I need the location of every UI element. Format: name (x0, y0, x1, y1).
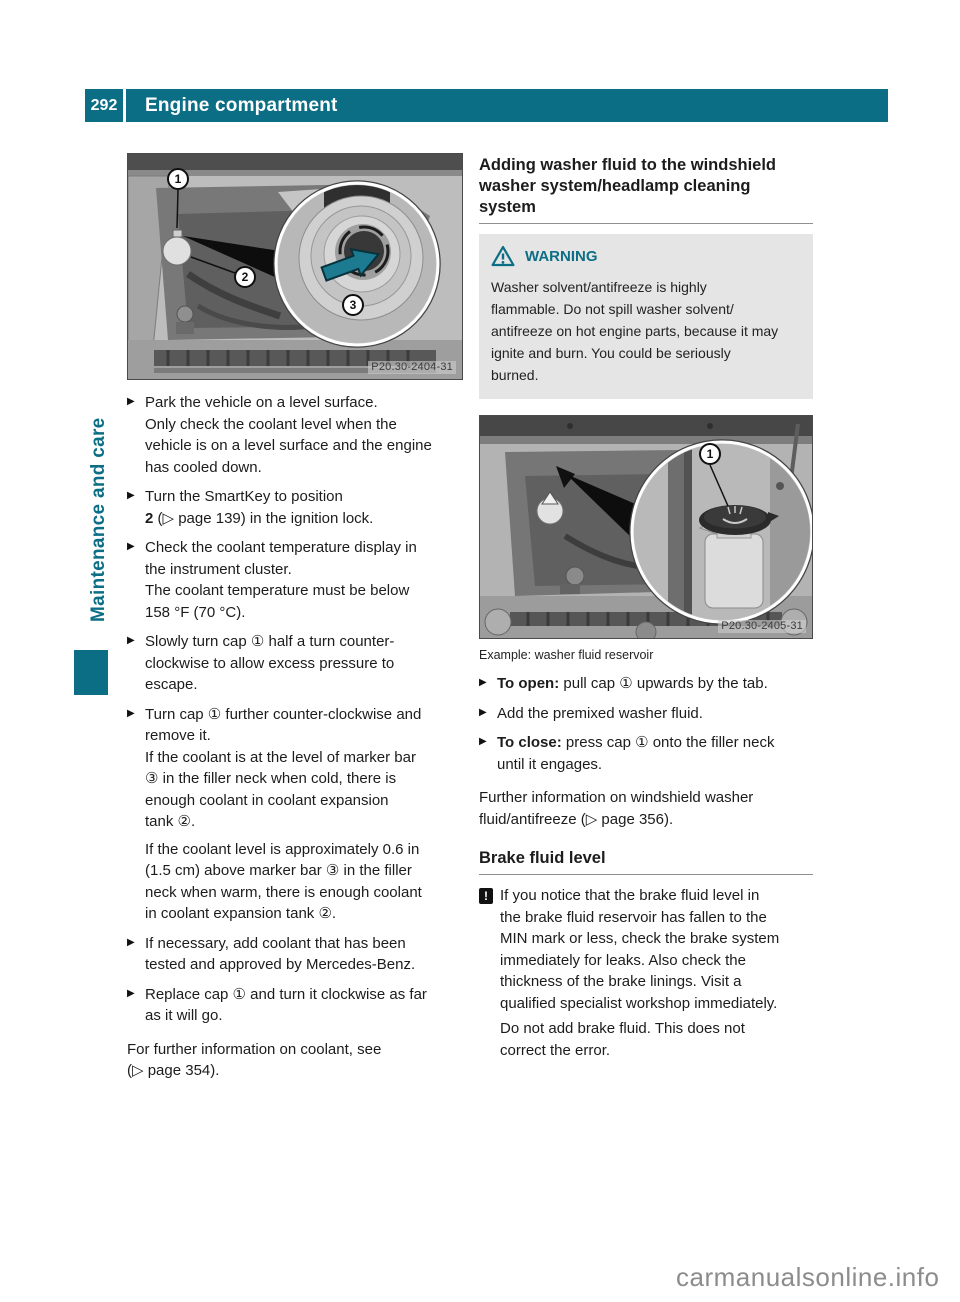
bullet-icon: ▶ (127, 987, 135, 999)
instruction-text: Turn cap ① further counter-clockwise and… (145, 705, 422, 831)
section-rule (479, 874, 813, 875)
engine-bay-photo-illustration (128, 154, 462, 379)
page-header: 292 Engine compartment (85, 89, 888, 122)
warning-header: WARNING (491, 245, 801, 267)
instruction-item: ▶ Check the coolant temperature display i… (127, 537, 462, 623)
bullet-icon: ▶ (127, 707, 135, 719)
section-brake-fluid: Brake fluid level (479, 848, 813, 875)
instruction-item: ▶ Park the vehicle on a level surface. On… (127, 392, 462, 478)
note-text: If you notice that the brake fluid level… (500, 887, 780, 1012)
section-title-washer-fluid: Adding washer fluid to the windshield wa… (479, 156, 776, 216)
bullet-icon: ▶ (127, 396, 135, 407)
bullet-icon: ▶ (479, 706, 487, 718)
figure-code-label: P20.30-2405-31 (718, 620, 806, 633)
figure-coolant-expansion-tank: 1 2 3 P20.30-2404-31 (127, 153, 463, 380)
header-divider (123, 89, 126, 122)
section-title-brake-fluid: Brake fluid level (479, 849, 606, 867)
bullet-icon: ▶ (127, 541, 135, 552)
note-exclamation-glyph: ! (479, 888, 493, 904)
instruction-text: Slowly turn cap ① half a turn counter- c… (145, 633, 395, 693)
chapter-title: Engine compartment (126, 89, 888, 122)
instruction-item: ▶ Replace cap ① and turn it clockwise as … (127, 984, 462, 1027)
instruction-text: Park the vehicle on a level surface. Onl… (145, 394, 432, 476)
callout-3: 3 (342, 294, 364, 316)
callout-2-label: 2 (241, 270, 249, 284)
note-block: ! If you notice that the brake fluid lev… (479, 885, 813, 1014)
instruction-text: For further information on coolant, see … (127, 1040, 382, 1080)
warning-text: Washer solvent/antifreeze is highly flam… (491, 279, 779, 383)
figure-washer-fluid-reservoir: 1 P20.30-2405-31 (479, 415, 813, 639)
callout-1: 1 (699, 443, 721, 465)
paragraph-item: For further information on coolant, see … (127, 1039, 462, 1082)
instruction-item: ▶ To open: pull cap ① upwards by the tab. (479, 673, 813, 695)
instruction-text: To close: press cap ① onto the filler ne… (497, 734, 775, 773)
note-paragraph: Do not add brake fluid. This does not co… (500, 1020, 745, 1059)
instruction-item: ▶ If necessary, add coolant that has been… (127, 933, 462, 976)
instruction-item: ▶ Slowly turn cap ① half a turn counter- … (127, 631, 462, 696)
instruction-text: If necessary, add coolant that has been … (145, 934, 416, 974)
instruction-text: Add the premixed washer fluid. (497, 704, 703, 722)
callout-1: 1 (167, 168, 189, 190)
instruction-text: Replace cap ① and turn it clockwise as f… (145, 985, 427, 1025)
figure-caption: Example: washer fluid reservoir (479, 648, 654, 662)
coolant-instruction-list: ▶ Park the vehicle on a level surface. On… (127, 392, 462, 1082)
instruction-text: If the coolant level is approximately 0.… (145, 840, 422, 923)
instruction-item: ▶ To close: press cap ① onto the filler n… (479, 732, 813, 775)
washer-instruction-list: ▶ To open: pull cap ① upwards by the tab.… (479, 673, 813, 830)
instruction-text: To open: pull cap ① upwards by the tab. (497, 675, 768, 692)
sidebar-chapter-tab-marker (74, 650, 108, 695)
figure-code-label: P20.30-2404-31 (368, 361, 456, 374)
paragraph-item: Further information on windshield washer… (479, 787, 813, 830)
callout-3-label: 3 (349, 298, 357, 312)
sidebar-chapter-label: Maintenance and care (88, 417, 109, 622)
instruction-text: Further information on windshield washer… (479, 789, 754, 828)
instruction-item: ▶ Turn cap ① further counter-clockwise an… (127, 704, 462, 833)
page-number: 292 (85, 89, 123, 122)
warning-box: WARNING Washer solvent/antifreeze is hig… (479, 234, 813, 399)
right-column: Adding washer fluid to the windshield wa… (479, 153, 813, 1061)
engine-bay-photo-illustration-2 (480, 416, 812, 638)
instruction-item: ▶ Add the premixed washer fluid. (479, 703, 813, 725)
instruction-text: Check the coolant temperature display in… (145, 539, 417, 621)
section-rule (479, 223, 813, 224)
instruction-item: ▶ Turn the SmartKey to position 2 (▷ page… (127, 486, 462, 529)
callout-2: 2 (234, 266, 256, 288)
warning-title: WARNING (525, 247, 598, 265)
callout-1-label: 1 (706, 447, 714, 461)
instruction-text: Turn the SmartKey to position 2 (▷ page … (145, 488, 374, 527)
paragraph-item: If the coolant level is approximately 0.… (127, 839, 462, 925)
warning-triangle-icon (491, 245, 515, 267)
bullet-icon: ▶ (127, 936, 135, 948)
bullet-icon: ▶ (127, 635, 135, 646)
bullet-icon: ▶ (127, 490, 135, 501)
watermark-text: carmanualsonline.info (676, 1262, 940, 1292)
note-exclamation-icon: ! (479, 885, 500, 1014)
bullet-icon: ▶ (479, 677, 487, 688)
bullet-icon: ▶ (479, 736, 487, 747)
callout-1-label: 1 (174, 172, 182, 186)
left-column: 1 2 3 P20.30-2404-31 ▶ Park the vehicle o… (127, 153, 463, 1090)
